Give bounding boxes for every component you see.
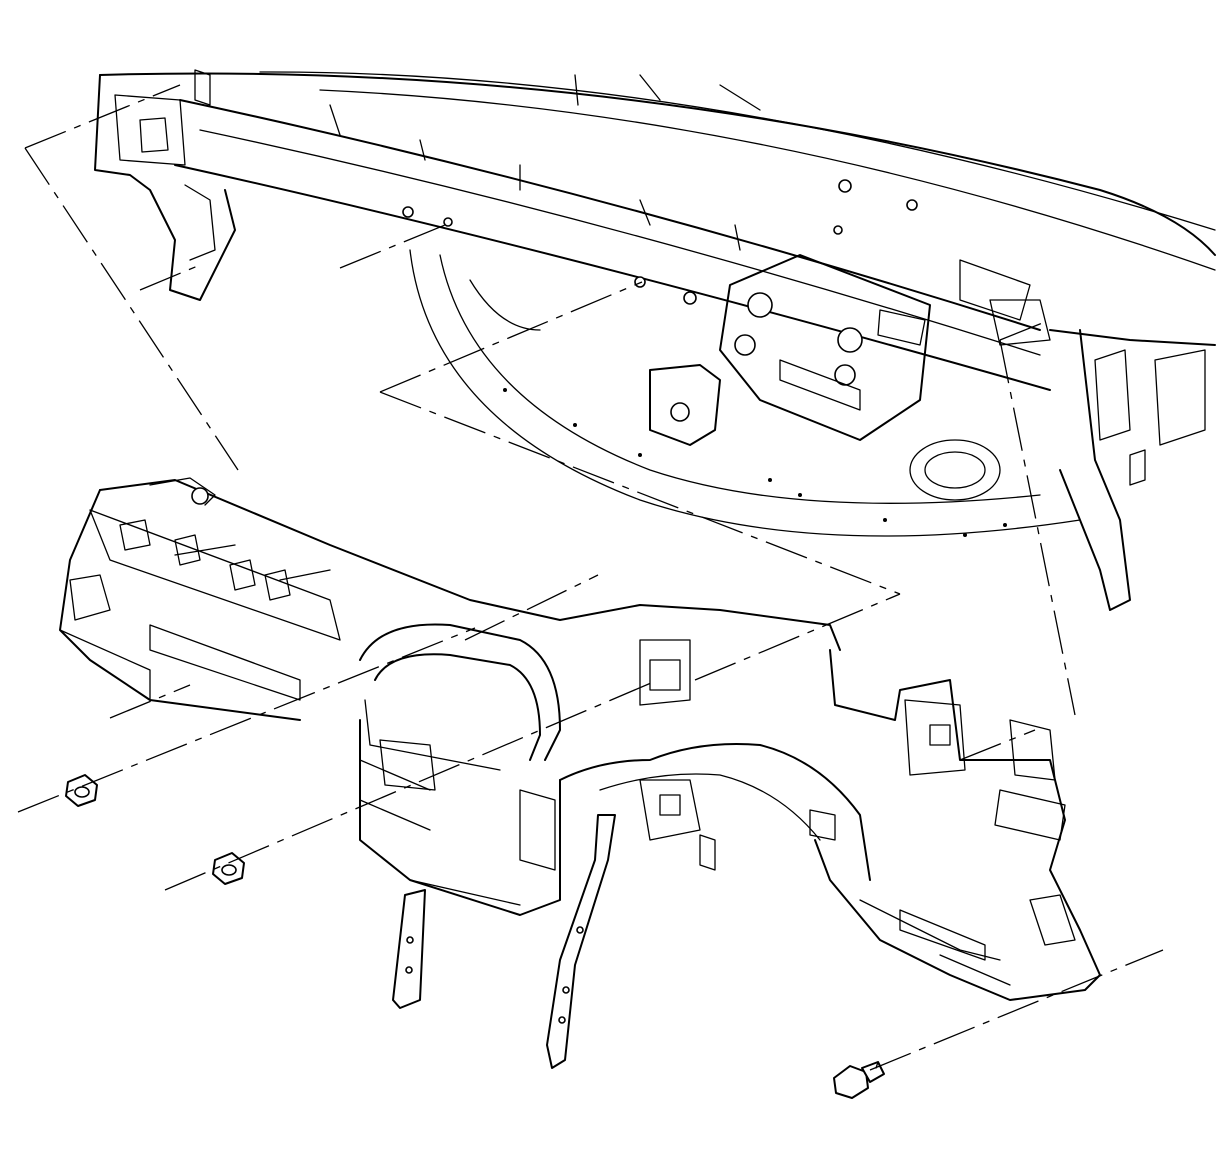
leader-right-vertical — [999, 339, 1076, 716]
leader-beam-1 — [339, 224, 446, 269]
nut-center — [212, 852, 245, 885]
leader-long-cross — [379, 391, 901, 595]
instrument-panel-carrier — [59, 477, 1101, 1001]
leader-lines — [17, 84, 1164, 1071]
leader-carrier-cross — [694, 593, 901, 681]
leader-nut-center — [164, 679, 659, 891]
leader-carrier-left — [109, 684, 191, 719]
leader-right-bracket — [959, 729, 1036, 761]
leader-bolt — [869, 949, 1164, 1071]
leader-beam-2 — [379, 281, 643, 393]
leader-left-short — [139, 264, 201, 291]
leader-left-upper — [24, 84, 181, 149]
leader-left-diagonal — [24, 147, 239, 471]
cowl-support-structure — [94, 69, 1216, 611]
leader-nut-left — [17, 627, 476, 813]
center-support-brackets — [392, 814, 616, 1069]
leader-right-top — [999, 321, 1046, 341]
leader-carrier-mid — [464, 574, 599, 641]
